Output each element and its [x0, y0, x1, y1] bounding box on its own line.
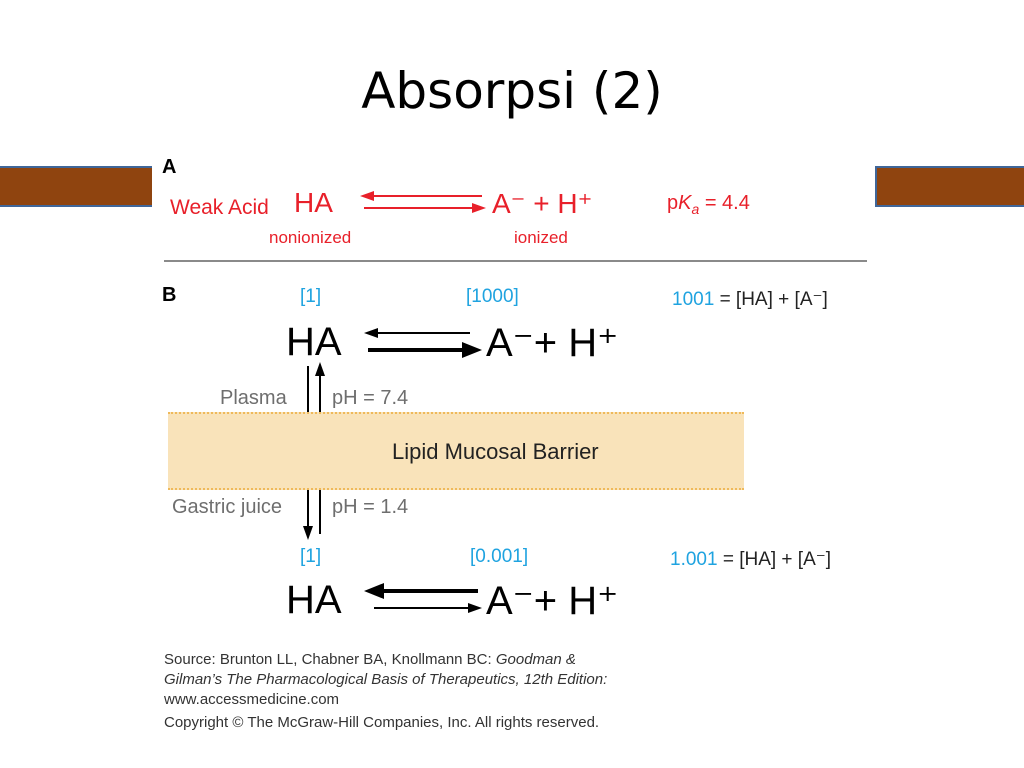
- panel-b-letter: B: [162, 284, 177, 306]
- panel-a-equilibrium-arrows: [360, 191, 486, 213]
- bottom-products: A⁻+ H⁺: [486, 579, 619, 623]
- panel-divider: [164, 260, 867, 262]
- lipid-mucosal-barrier: [168, 412, 744, 490]
- bottom-total-equation: 1.001 = [HA] + [A⁻]: [670, 549, 832, 570]
- pka-label: pKa = 4.4: [667, 192, 750, 217]
- plasma-label: Plasma: [220, 387, 287, 409]
- top-equilibrium-arrows: [364, 328, 482, 358]
- bottom-equilibrium-arrows: [364, 583, 482, 613]
- barrier-label: Lipid Mucosal Barrier: [392, 439, 599, 464]
- panel-a-letter: A: [162, 156, 177, 178]
- top-ha: HA: [286, 320, 342, 364]
- weak-acid-label: Weak Acid: [170, 196, 269, 219]
- figure: A Weak Acid HA A⁻ + H⁺ pKa = 4.4 nonioni…: [152, 150, 875, 750]
- ionized-label: ionized: [514, 228, 568, 247]
- decorative-band-left: [0, 166, 168, 207]
- decorative-band-right: [875, 166, 1024, 207]
- panel-a-ha: HA: [294, 187, 333, 218]
- top-products: A⁻+ H⁺: [486, 321, 619, 365]
- gastric-juice-label: Gastric juice: [172, 496, 283, 518]
- top-total-equation: 1001 = [HA] + [A⁻]: [672, 289, 828, 310]
- copyright-notice: Copyright © The McGraw-Hill Companies, I…: [164, 714, 600, 731]
- source-citation: Source: Brunton LL, Chabner BA, Knollman…: [164, 651, 608, 708]
- bottom-ha-concentration: [1]: [300, 546, 322, 567]
- bottom-a-concentration: [0.001]: [470, 546, 529, 567]
- plasma-ph: pH = 7.4: [332, 387, 409, 409]
- bottom-ha: HA: [286, 578, 342, 622]
- top-ha-concentration: [1]: [300, 286, 322, 307]
- slide-title: Absorpsi (2): [361, 62, 663, 120]
- top-a-concentration: [1000]: [466, 286, 519, 307]
- gastric-ph: pH = 1.4: [332, 496, 409, 518]
- nonionized-label: nonionized: [269, 228, 352, 247]
- panel-a-products: A⁻ + H⁺: [492, 188, 593, 219]
